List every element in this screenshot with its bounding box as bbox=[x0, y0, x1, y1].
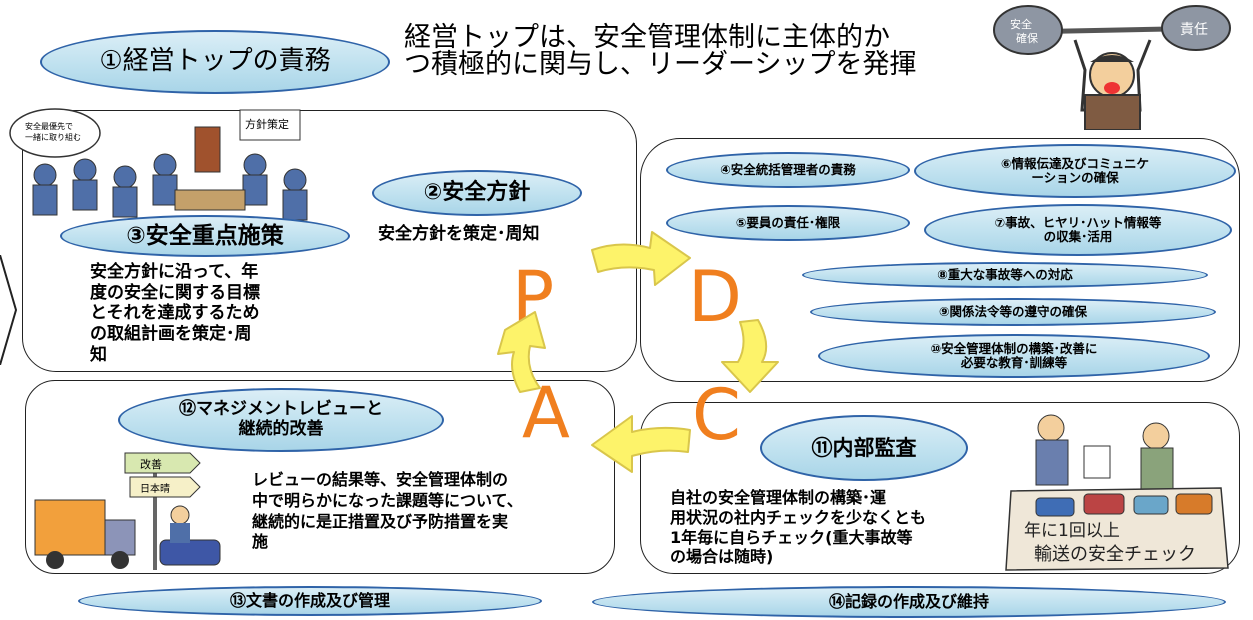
management-review-text: レビューの結果等、安全管理体制の 中で明らかになった課題等について、 継続的に是… bbox=[252, 470, 523, 553]
do-item-6-line: ーションの確保 bbox=[1031, 170, 1119, 185]
svg-text:確保: 確保 bbox=[1016, 31, 1038, 45]
svg-text:一緒に取り組む: 一緒に取り組む bbox=[25, 132, 81, 142]
safety-measures-text-line: 知 bbox=[90, 344, 107, 365]
executive-barbell-illustration: 安全 確保 責任 bbox=[993, 5, 1231, 130]
svg-text:安全: 安全 bbox=[1010, 17, 1032, 31]
safety-measures-text: 安全方針に沿って、年 度の安全に関する目標 とそれを達成するため の取組計画を策… bbox=[90, 262, 260, 366]
arrow-do-to-check bbox=[721, 319, 779, 393]
internal-audit-text-line: の場合は随時) bbox=[670, 547, 774, 567]
management-review-line: 継続的改善 bbox=[238, 419, 324, 439]
left-chevron-decoration bbox=[0, 255, 18, 365]
safety-policy-badge-label: ②安全方針 bbox=[423, 180, 531, 206]
do-item-6-line: ⑥情報伝達及びコミュニケ bbox=[1000, 155, 1150, 171]
svg-text:安全最優先で: 安全最優先で bbox=[25, 121, 73, 131]
do-item-5: ⑤要員の責任･権限 bbox=[666, 205, 910, 241]
management-review-text-line: 継続的に是正措置及び予防措置を実 bbox=[252, 511, 509, 531]
do-item-7-line: の収集･活用 bbox=[1043, 229, 1113, 244]
do-item-7-line: ⑦事故、ヒヤリ･ハット情報等 bbox=[994, 214, 1162, 230]
svg-text:輸送の安全チェック: 輸送の安全チェック bbox=[1034, 544, 1196, 565]
internal-audit-badge: ⑪内部監査 bbox=[760, 415, 968, 481]
management-review-text-line: レビューの結果等、安全管理体制の bbox=[252, 470, 509, 489]
top-management-badge-label: ①経営トップの責務 bbox=[99, 46, 331, 77]
document-management-label: ⑬文書の作成及び管理 bbox=[229, 590, 390, 610]
header-line-2: つ積極的に関与し、リーダーシップを発揮 bbox=[404, 49, 917, 80]
management-review-text-line: 施 bbox=[252, 532, 269, 552]
internal-audit-text-line: 1年毎に自らチェック(重大事故等 bbox=[670, 527, 913, 547]
do-letter-d: D bbox=[688, 256, 742, 338]
do-item-10: ⑩安全管理体制の構築･改善に 必要な教育･訓練等 bbox=[818, 334, 1210, 378]
do-item-6-label: ⑥情報伝達及びコミュニケ ーションの確保 bbox=[1000, 155, 1150, 186]
do-item-7-label: ⑦事故、ヒヤリ･ハット情報等 の収集･活用 bbox=[994, 214, 1162, 245]
do-item-6: ⑥情報伝達及びコミュニケ ーションの確保 bbox=[914, 144, 1236, 198]
safety-policy-text: 安全方針を策定･周知 bbox=[378, 224, 540, 244]
safety-measures-badge: ③安全重点施策 bbox=[60, 215, 350, 257]
arrow-plan-to-do bbox=[591, 231, 691, 286]
safety-measures-text-line: の取組計画を策定･周 bbox=[90, 324, 252, 345]
arrow-check-to-act bbox=[591, 415, 691, 473]
check-letter-c: C bbox=[692, 374, 741, 456]
improvement-signpost-illustration: 改善 日本晴 bbox=[34, 452, 221, 570]
do-item-9-label: ⑨関係法令等の遵守の確保 bbox=[938, 303, 1088, 319]
safety-meeting-illustration: 安全最優先で 一緒に取り組む 方針策定 bbox=[9, 108, 308, 221]
record-management-badge: ⑭記録の作成及び維持 bbox=[592, 586, 1226, 618]
arrow-act-to-plan bbox=[497, 311, 546, 393]
do-item-10-label: ⑩安全管理体制の構築･改善に 必要な教育･訓練等 bbox=[930, 340, 1098, 371]
svg-text:責任: 責任 bbox=[1180, 22, 1208, 38]
header-description: 経営トップは、安全管理体制に主体的か つ積極的に関与し、リーダーシップを発揮 bbox=[404, 24, 916, 78]
management-review-line: ⑫マネジメントレビューと bbox=[179, 399, 383, 420]
do-item-4: ④安全統括管理者の責務 bbox=[666, 152, 910, 188]
internal-audit-text-line: 自社の安全管理体制の構築･運 bbox=[670, 488, 887, 507]
top-management-badge: ①経営トップの責務 bbox=[40, 30, 390, 94]
internal-audit-text-line: 用状況の社内チェックを少なくとも bbox=[670, 507, 927, 527]
document-management-badge: ⑬文書の作成及び管理 bbox=[78, 586, 542, 616]
management-review-badge-label: ⑫マネジメントレビューと 継続的改善 bbox=[179, 400, 383, 439]
do-item-10-line: 必要な教育･訓練等 bbox=[960, 355, 1068, 370]
do-item-10-line: ⑩安全管理体制の構築･改善に bbox=[930, 340, 1098, 356]
management-review-badge: ⑫マネジメントレビューと 継続的改善 bbox=[118, 388, 444, 452]
safety-policy-badge: ②安全方針 bbox=[372, 170, 582, 216]
safety-check-illustration: 年に1回以上 輸送の安全チェック bbox=[1005, 414, 1229, 571]
record-management-label: ⑭記録の作成及び維持 bbox=[828, 591, 989, 611]
management-review-text-line: 中で明らかになった課題等について、 bbox=[252, 490, 523, 510]
svg-text:方針策定: 方針策定 bbox=[245, 117, 289, 131]
svg-text:改善: 改善 bbox=[140, 457, 162, 471]
internal-audit-text: 自社の安全管理体制の構築･運 用状況の社内チェックを少なくとも 1年毎に自らチェ… bbox=[670, 488, 926, 567]
safety-measures-badge-label: ③安全重点施策 bbox=[126, 222, 284, 249]
svg-text:日本晴: 日本晴 bbox=[140, 482, 170, 495]
do-item-9: ⑨関係法令等の遵守の確保 bbox=[810, 298, 1216, 326]
do-item-8: ⑧重大な事故等への対応 bbox=[802, 262, 1208, 288]
header-line-1: 経営トップは、安全管理体制に主体的か bbox=[404, 22, 890, 53]
internal-audit-badge-label: ⑪内部監査 bbox=[811, 435, 917, 460]
do-item-4-label: ④安全統括管理者の責務 bbox=[720, 161, 856, 177]
svg-text:年に1回以上: 年に1回以上 bbox=[1024, 521, 1120, 541]
do-item-7: ⑦事故、ヒヤリ･ハット情報等 の収集･活用 bbox=[924, 204, 1232, 256]
safety-measures-text-line: とそれを達成するため bbox=[90, 303, 260, 324]
do-item-8-label: ⑧重大な事故等への対応 bbox=[937, 266, 1073, 282]
do-item-5-label: ⑤要員の責任･権限 bbox=[735, 214, 841, 230]
safety-measures-text-line: 安全方針に沿って、年 bbox=[90, 262, 259, 282]
safety-measures-text-line: 度の安全に関する目標 bbox=[90, 282, 260, 303]
